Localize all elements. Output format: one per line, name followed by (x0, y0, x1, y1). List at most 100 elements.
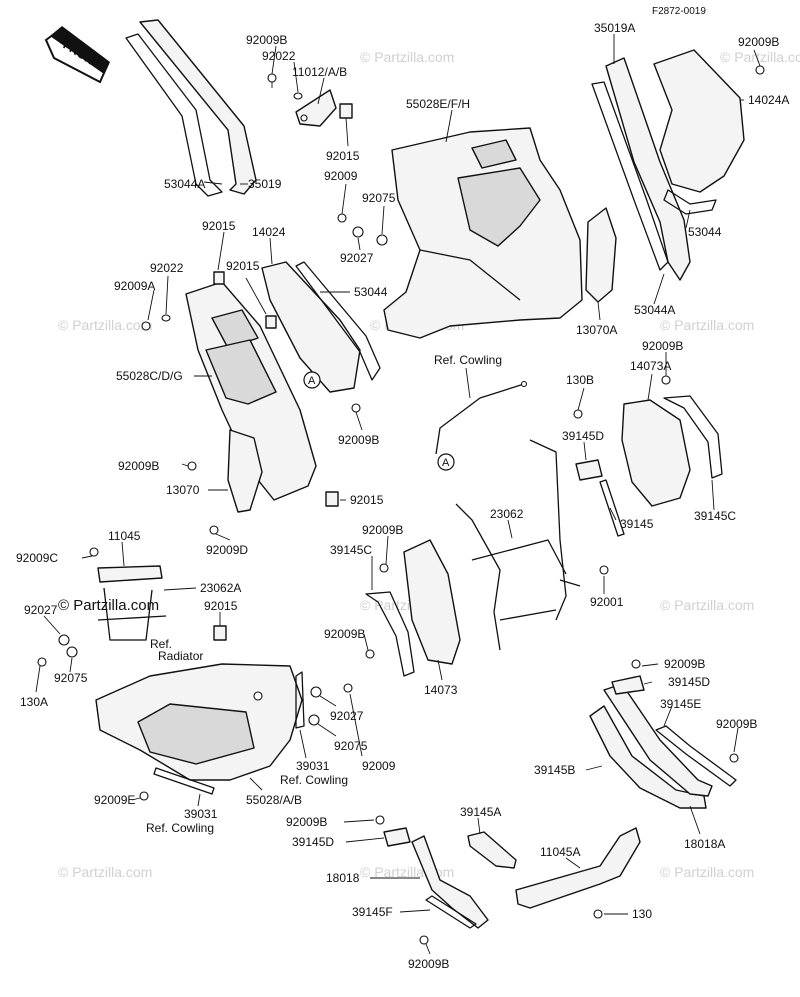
label-35019A: 35019A (594, 21, 635, 35)
label-92015: 92015 (204, 599, 238, 613)
watermark: © Partzilla.com (660, 317, 754, 333)
washer-92022-top (293, 92, 303, 100)
label-39031: 39031 (184, 807, 218, 821)
label-92015: 92015 (326, 149, 360, 163)
strip-39145C-center (365, 591, 415, 677)
bolt-92009B-c (379, 563, 389, 573)
label-92009B: 92009B (664, 657, 705, 671)
block-39145D-bl (383, 827, 411, 847)
label-92022: 92022 (262, 49, 296, 63)
ref-cowling-label: Ref. Cowling (434, 353, 502, 367)
inner-panel-55028CDG (185, 281, 317, 501)
bracket-11045A (515, 827, 641, 909)
nut-92075-l (66, 646, 78, 658)
ref-radiator-label-line2: Radiator (158, 649, 203, 663)
rubber-strip-53044-right (663, 189, 717, 215)
block-39145D (575, 459, 603, 481)
ref-radiator-label-line1: Ref. (150, 637, 172, 651)
label-39145E: 39145E (660, 697, 701, 711)
label-13070A: 13070A (576, 323, 617, 337)
bolt-92009B-r (661, 375, 671, 385)
bolt-92009-c (343, 683, 353, 693)
watermark: © Partzilla.com (58, 864, 152, 880)
label-92009: 92009 (324, 169, 358, 183)
bracket-18018A (589, 683, 713, 809)
nut-92075-c (308, 714, 320, 726)
leader-lines (35, 34, 761, 955)
bolt-92009C (89, 547, 99, 557)
label-92022: 92022 (150, 261, 184, 275)
strip-39145F (425, 895, 477, 929)
label-130: 130 (632, 907, 652, 921)
label-23062A: 23062A (200, 581, 241, 595)
label-92075: 92075 (362, 191, 396, 205)
label-92027: 92027 (24, 603, 58, 617)
bracket-11045 (97, 565, 163, 583)
label-92009D: 92009D (206, 543, 248, 557)
label-13070: 13070 (166, 483, 200, 497)
label-92009B: 92009B (408, 957, 449, 971)
label-11045A: 11045A (540, 845, 580, 859)
label-39145C: 39145C (330, 543, 372, 557)
label-92001: 92001 (590, 595, 624, 609)
clip-92015-left (213, 271, 225, 285)
rubber-strip-53044A-right (591, 81, 669, 271)
strip-39145C-right (663, 395, 723, 479)
label-18018: 18018 (326, 871, 360, 885)
label-35019: 35019 (248, 177, 282, 191)
nut-92027-l (58, 634, 70, 646)
label-39145F: 39145F (352, 905, 393, 919)
rubber-strip-53044A-left (125, 33, 223, 197)
bracket-39145A (467, 831, 517, 869)
label-92009: 92009 (362, 759, 396, 773)
label-11045: 11045 (108, 529, 141, 543)
clip-92015-top (339, 103, 353, 119)
label-92009B: 92009B (286, 815, 327, 829)
label-53044: 53044 (354, 285, 388, 299)
washer-92022-left (161, 314, 171, 322)
bolt-92009B-tr (755, 65, 765, 75)
bolt-92009B-cc (365, 649, 375, 659)
part-labels: 92009B 92022 11012/A/B 92015 53044A 3501… (16, 21, 789, 971)
bolt-92001 (599, 565, 609, 575)
ref-labels: Ref. Cowling Ref. Cowling Ref. Cowling R… (146, 353, 502, 835)
label-55028EFH: 55028E/F/H (406, 97, 470, 111)
side-panel-14024A (653, 49, 745, 193)
label-39145: 39145 (620, 517, 654, 531)
duct-13070A (585, 207, 617, 303)
bracket-18018 (411, 835, 489, 929)
bolt-92009-mid (337, 213, 347, 223)
label-92015: 92015 (202, 219, 236, 233)
label-92009B: 92009B (246, 33, 287, 47)
label-92009B: 92009B (738, 35, 779, 49)
label-39145D: 39145D (668, 675, 710, 689)
label-92027: 92027 (330, 709, 364, 723)
stay-wire (435, 380, 528, 455)
label-53044A: 53044A (634, 303, 675, 317)
ref-cowling-label: Ref. Cowling (146, 821, 214, 835)
ref-marker-a-label: A (308, 375, 316, 387)
trim-35019A (605, 57, 691, 281)
frame-23062 (455, 439, 581, 651)
label-92009B: 92009B (716, 717, 757, 731)
duct-13070 (227, 429, 263, 513)
label-53044: 53044 (688, 225, 722, 239)
inner-cowl-55028EFH (383, 127, 583, 339)
bracket-23062A (97, 587, 167, 641)
ref-marker-a-2: A (437, 453, 455, 471)
strip-39145E (655, 725, 737, 787)
label-14073A: 14073A (630, 359, 671, 373)
watermark: © Partzilla.com (660, 597, 754, 613)
bolt-130B (573, 409, 583, 419)
block-39145D-br (611, 675, 645, 695)
label-14024: 14024 (252, 225, 286, 239)
label-11012: 11012/A/B (292, 65, 347, 79)
front-arrow-icon: FRONT (44, 26, 110, 84)
label-92009C: 92009C (16, 551, 58, 565)
rod-39145 (599, 479, 625, 537)
nut-92075-mid (376, 234, 388, 246)
label-14024A: 14024A (748, 93, 789, 107)
label-39145B: 39145B (534, 763, 575, 777)
label-39145C: 39145C (694, 509, 736, 523)
